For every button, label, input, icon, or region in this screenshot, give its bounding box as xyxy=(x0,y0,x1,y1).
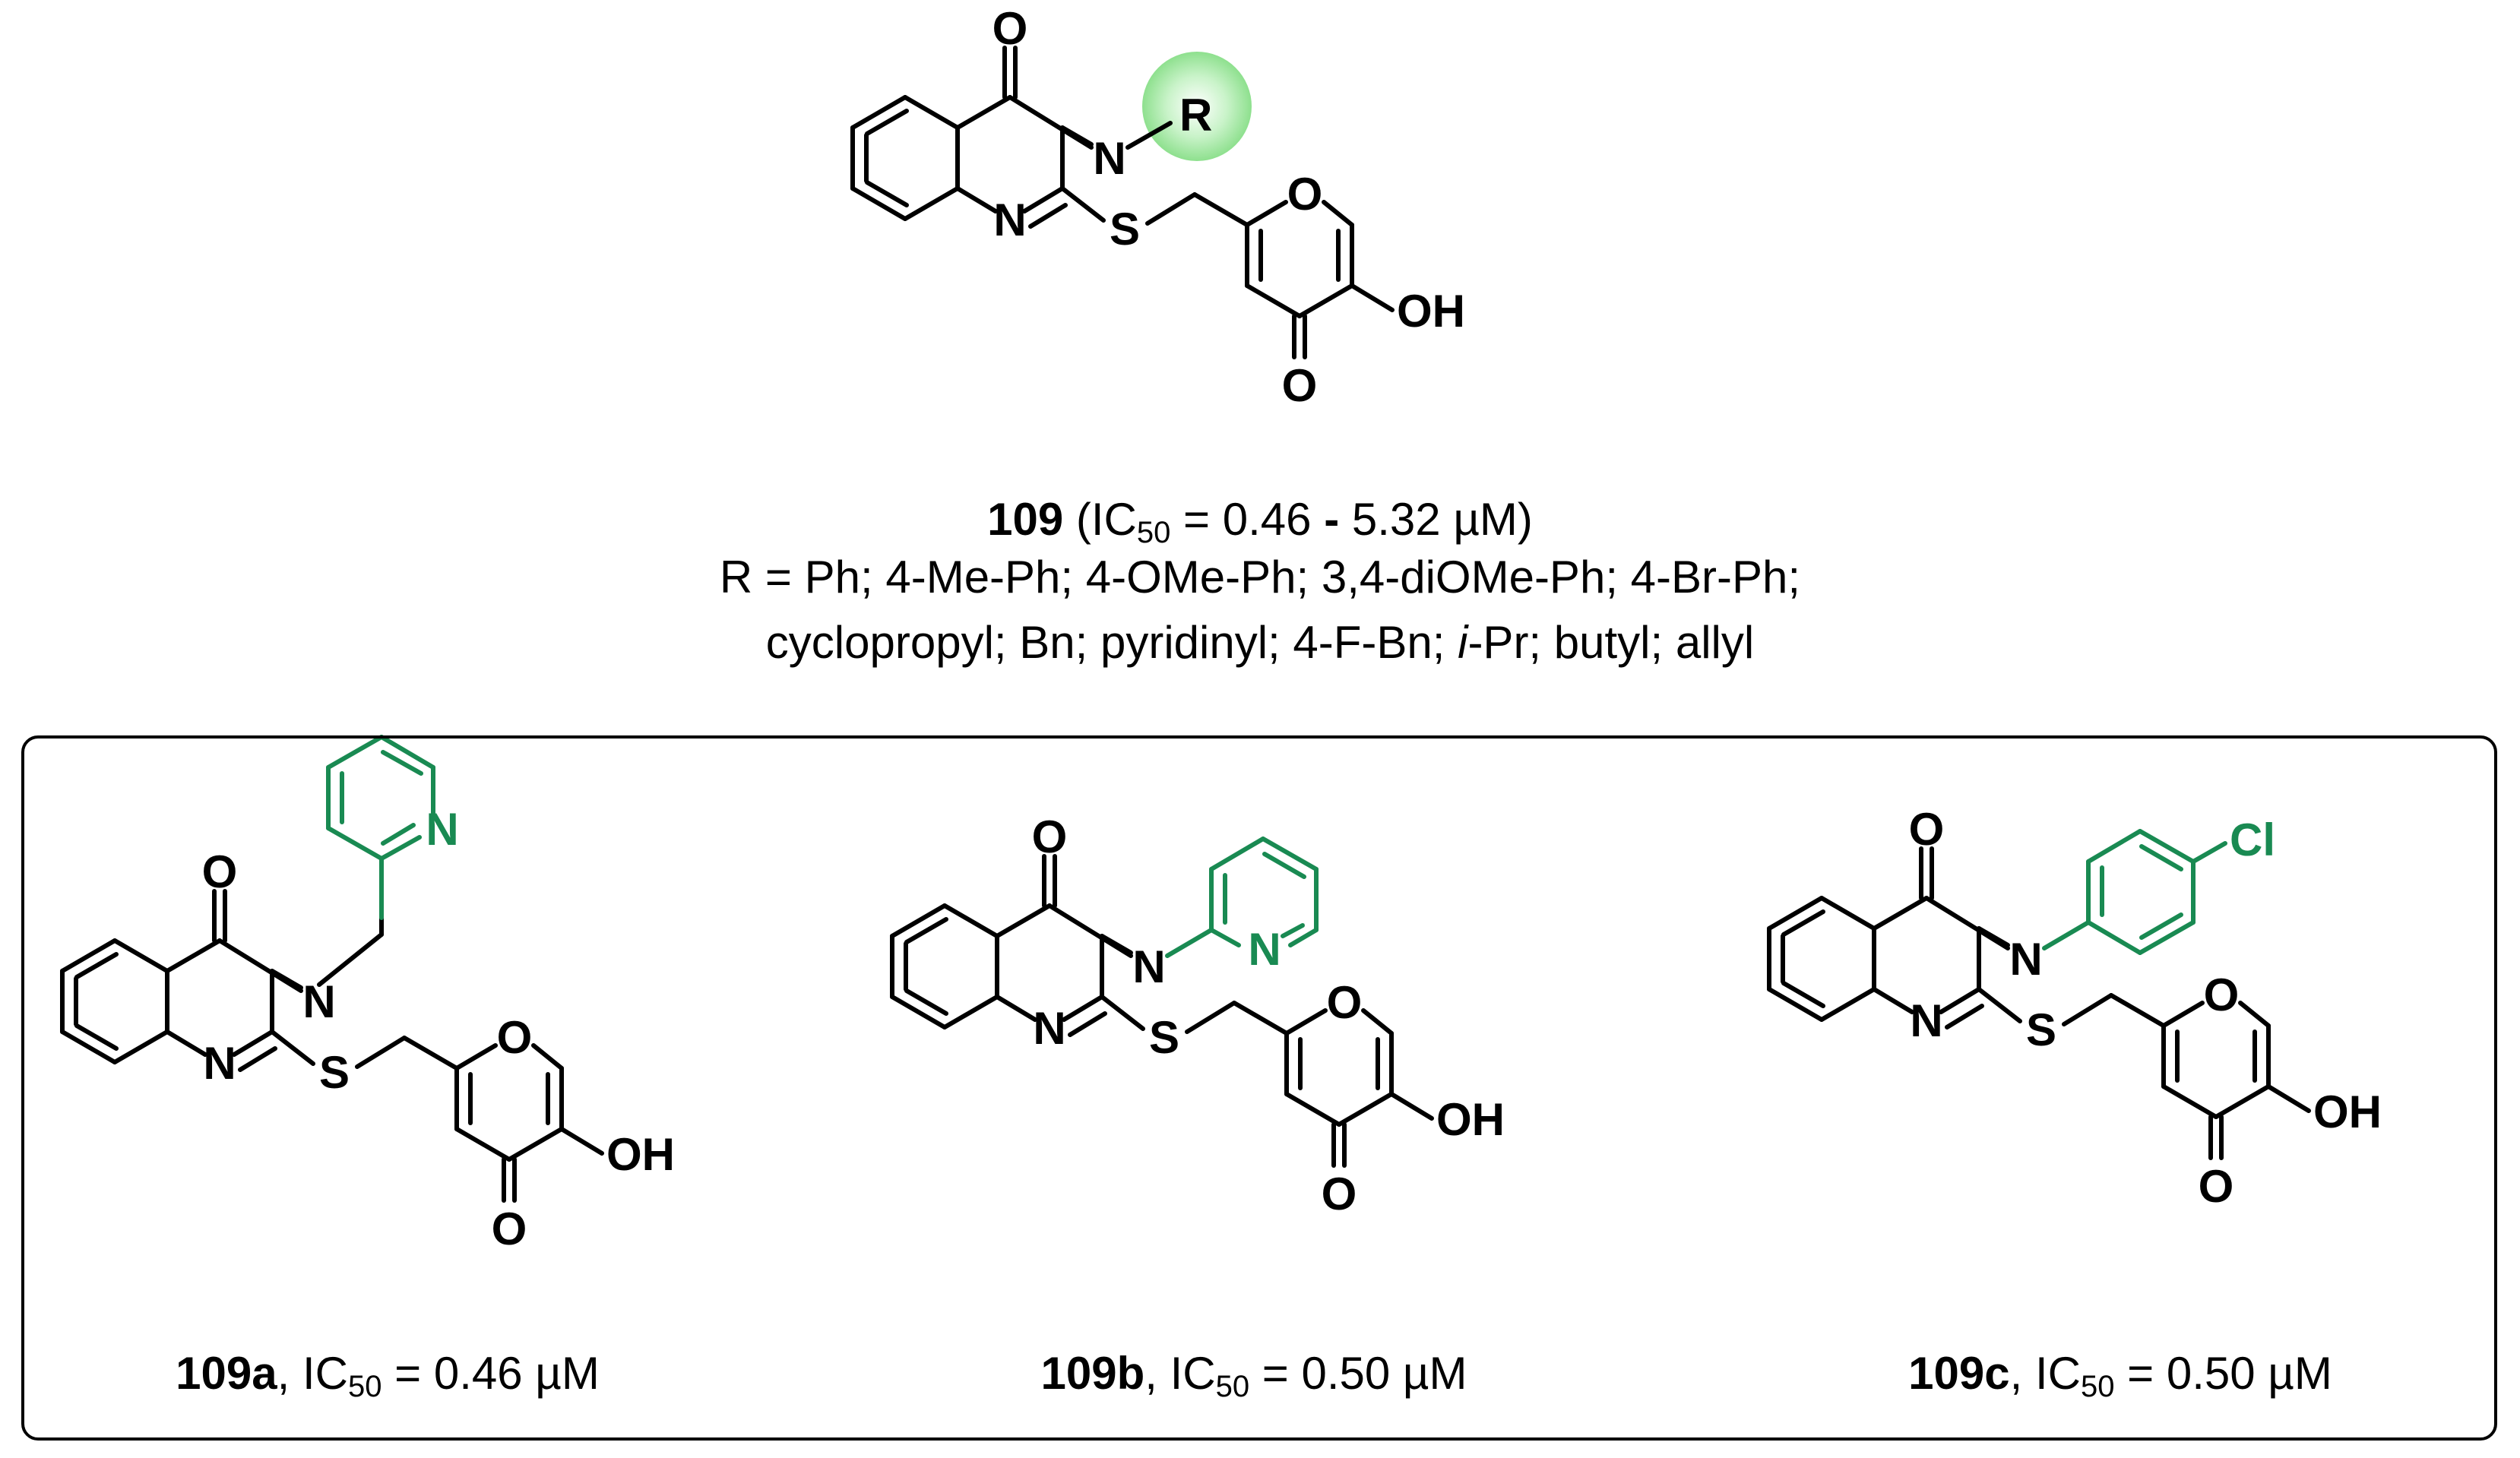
r-group-label: R xyxy=(1179,90,1212,141)
r-group-list-line1: R = Ph; 4-Me-Ph; 4-OMe-Ph; 3,4-diOMe-Ph;… xyxy=(0,555,2520,600)
r-group-list-text1: R = Ph; 4-Me-Ph; 4-OMe-Ph; 3,4-diOMe-Ph;… xyxy=(719,552,1801,602)
compound-109b-ic50-label: IC xyxy=(1170,1348,1216,1399)
r-group-list-text2b: -Pr; butyl; allyl xyxy=(1467,617,1755,668)
compound-109c-id: 109c xyxy=(1908,1348,2010,1399)
compound-109b-ic50-value: = 0.50 µM xyxy=(1249,1348,1467,1399)
r-group-list-line2: cyclopropyl; Bn; pyridinyl; 4-F-Bn; i-Pr… xyxy=(0,620,2520,666)
pyridine-nitrogen: N xyxy=(1248,924,1281,975)
compound-109a-ic50-label: IC xyxy=(302,1348,348,1399)
compound-109c-ic50-value: = 0.50 µM xyxy=(2114,1348,2332,1399)
ic50-prefix: (IC xyxy=(1075,494,1137,545)
compound-109a-caption: 109a, IC50 = 0.46 µM xyxy=(176,1348,600,1403)
examples-panel xyxy=(21,735,2497,1441)
compound-109a-ic50-sub: 50 xyxy=(347,1370,382,1403)
compound-109b-ic50-sub: 50 xyxy=(1215,1370,1250,1403)
compound-109a-structure: N xyxy=(62,735,675,1254)
ic50-range-tail: 5.32 µM) xyxy=(1339,494,1533,545)
pyridine-nitrogen: N xyxy=(426,804,458,855)
ic50-subscript: 50 xyxy=(1136,516,1171,549)
compound-109a-ic50-value: = 0.46 µM xyxy=(381,1348,600,1399)
compound-109c-ic50-label: IC xyxy=(2034,1348,2081,1399)
ic50-dash: - xyxy=(1324,494,1340,545)
compound-109b-caption: 109b, IC50 = 0.50 µM xyxy=(1040,1348,1467,1403)
r-group-list-italic: i xyxy=(1458,617,1468,668)
compound-109b-id: 109b xyxy=(1040,1348,1145,1399)
compound-109c-ic50-sub: 50 xyxy=(2080,1370,2115,1403)
r-highlight-circle xyxy=(1142,52,1252,161)
r-group-list-text2a: cyclopropyl; Bn; pyridinyl; 4-F-Bn; xyxy=(765,617,1458,668)
compound-109c-caption: 109c, IC50 = 0.50 µM xyxy=(1908,1348,2332,1403)
compound-109-caption: 109 (IC50 = 0.46 - 5.32 µM) xyxy=(0,494,2520,549)
compound-109b-structure: N xyxy=(892,811,1505,1219)
compound-109a-id: 109a xyxy=(176,1348,277,1399)
chlorine-atom: Cl xyxy=(2230,814,2275,865)
ic50-range: = 0.46 xyxy=(1170,494,1325,545)
compound-109-id: 109 xyxy=(987,494,1064,545)
compound-109-structure: R xyxy=(853,3,1465,411)
compound-109c-structure: Cl xyxy=(1769,804,2382,1212)
